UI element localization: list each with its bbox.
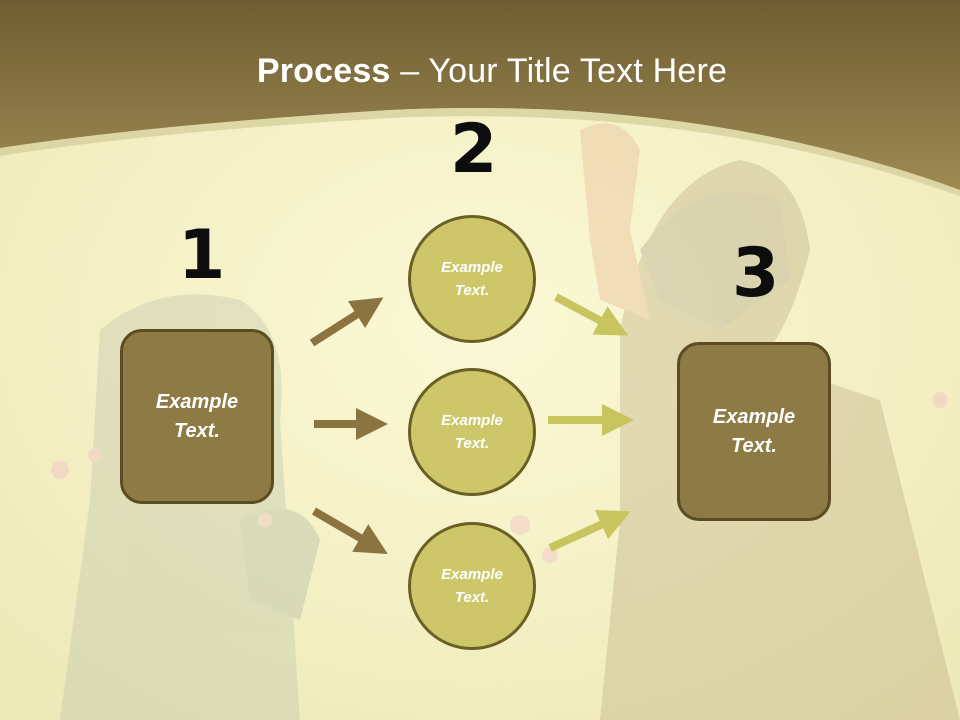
slide-title-rest: – Your Title Text Here <box>390 52 728 90</box>
step-box-1-line2: Text. <box>174 419 220 442</box>
step-box-1: Example Text. <box>120 329 274 504</box>
circle-middle-line1: Example <box>441 412 503 429</box>
step-number-2: 2 <box>450 110 498 189</box>
step-box-3: Example Text. <box>677 342 831 521</box>
step-number-1: 1 <box>178 216 226 295</box>
arrow-to-circle-bottom <box>311 507 388 555</box>
slide-title-bold: Process <box>256 52 391 90</box>
arrow-from-circle-top <box>554 293 629 336</box>
step-number-3: 3 <box>732 234 780 313</box>
arrow-to-circle-top <box>309 297 384 347</box>
circle-bottom-line2: Text. <box>454 589 490 606</box>
circle-top-line1: Example <box>441 259 503 276</box>
step-box-1-line1: Example <box>155 390 239 413</box>
circle-top: Example Text. <box>408 215 536 343</box>
circle-bottom-line1: Example <box>441 566 503 583</box>
circle-middle-line2: Text. <box>454 435 490 452</box>
arrow-from-circle-bottom <box>548 510 631 552</box>
circle-middle: Example Text. <box>408 368 536 496</box>
circle-bottom: Example Text. <box>408 522 536 650</box>
circle-top-line2: Text. <box>454 282 490 299</box>
step-box-3-line2: Text. <box>731 434 777 457</box>
step-box-3-line1: Example <box>712 405 796 428</box>
slide-title: Process – Your Title Text Here <box>0 52 960 91</box>
